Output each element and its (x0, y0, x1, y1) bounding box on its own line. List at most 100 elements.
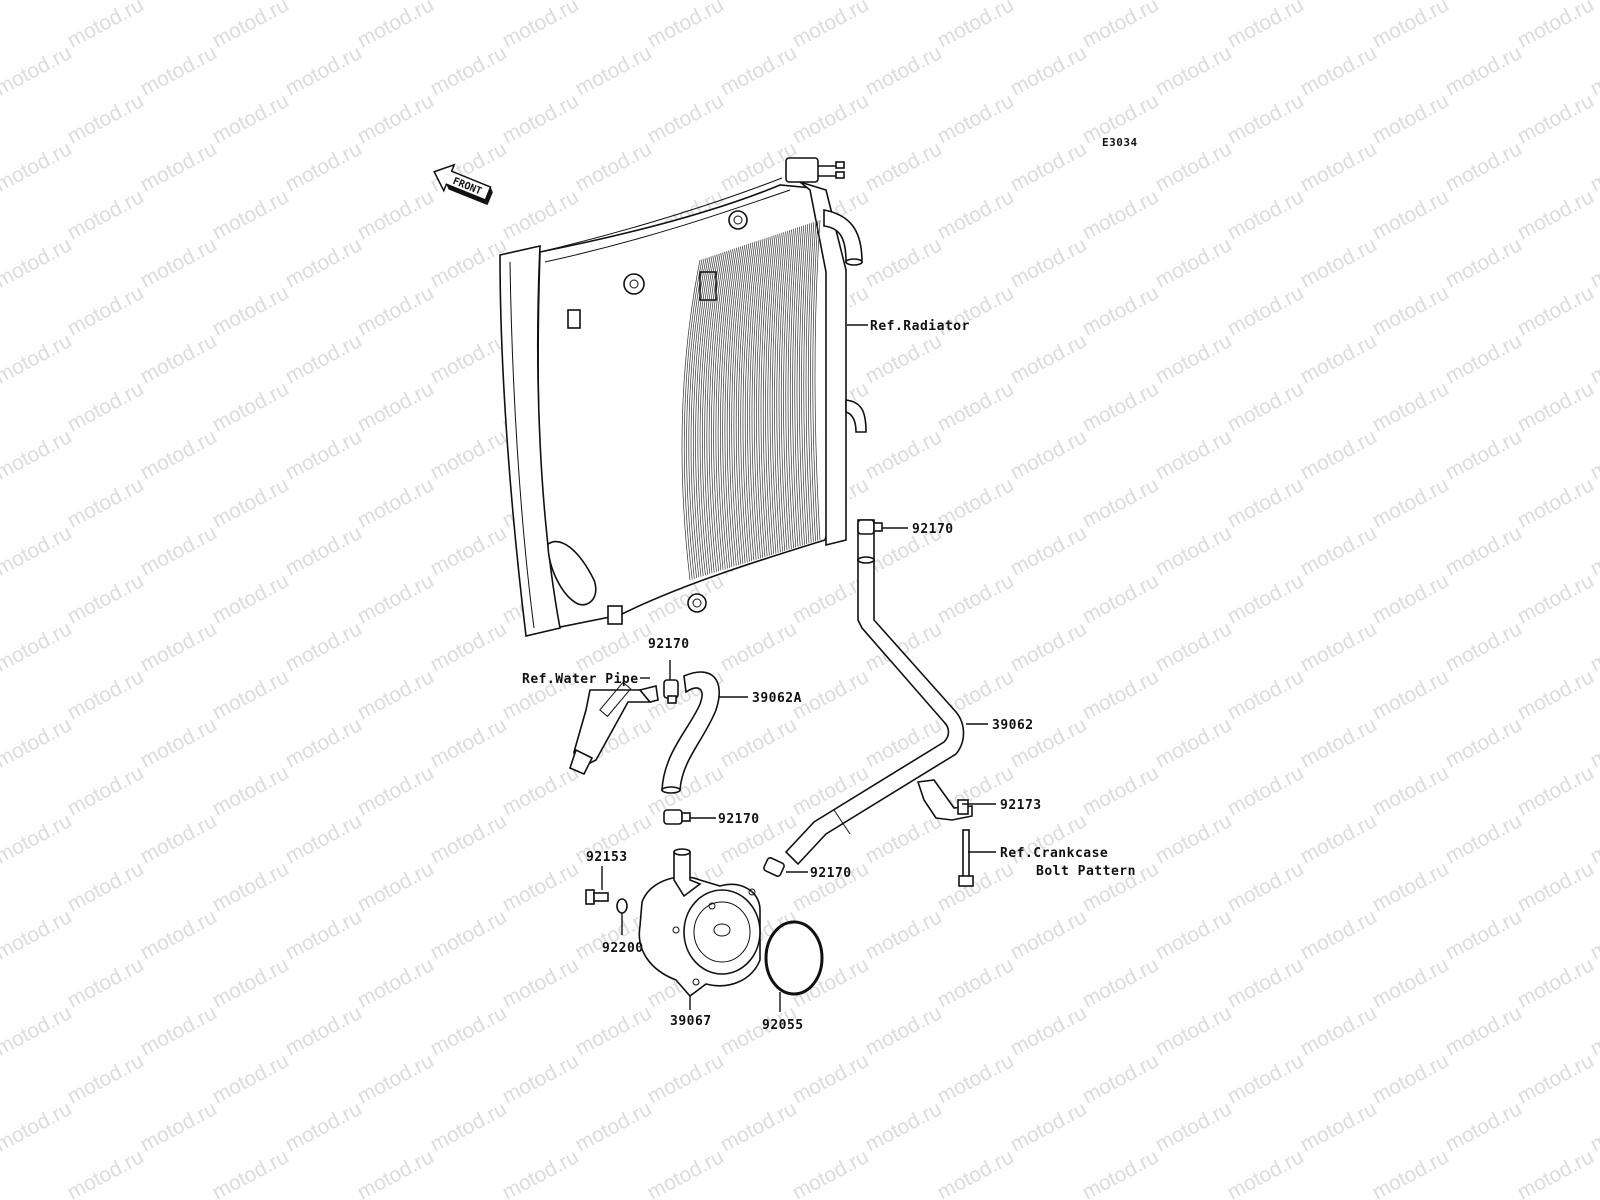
watermark-text: motod.ru (499, 761, 583, 820)
watermark-text: motod.ru (1007, 41, 1091, 100)
water-pipe-icon (569, 681, 659, 776)
watermark-text: motod.ru (789, 0, 873, 52)
watermark-text: motod.ru (427, 713, 511, 772)
watermark-text: motod.ru (1514, 89, 1598, 148)
radiator-fin (706, 252, 723, 573)
watermark-text: motod.ru (137, 0, 221, 4)
hose-icon (661, 671, 720, 794)
watermark-text: motod.ru (1152, 0, 1236, 4)
watermark-text: motod.ru (1297, 329, 1381, 388)
radiator-fin (742, 241, 756, 562)
watermark-text: motod.ru (789, 1145, 873, 1200)
watermark-text: motod.ru (934, 569, 1018, 628)
watermark-text: motod.ru (64, 569, 148, 628)
watermark-text: motod.ru (1514, 185, 1598, 244)
watermark-text: motod.ru (282, 41, 366, 100)
front-arrow-icon: FRONT (433, 163, 493, 206)
radiator-fin (681, 259, 701, 581)
watermark-text: motod.ru (64, 1145, 148, 1200)
watermark-text: motod.ru (1297, 617, 1381, 676)
radiator-fin (701, 253, 719, 574)
watermark-text: motod.ru (282, 329, 366, 388)
watermark-text: motod.ru (137, 233, 221, 292)
watermark-text: motod.ru (717, 41, 801, 100)
watermark-text: motod.ru (1442, 41, 1526, 100)
leader-lines (601, 324, 996, 1012)
watermark-text: motod.ru (427, 1097, 511, 1156)
watermark-text: motod.ru (137, 1001, 221, 1060)
watermark-text: motod.ru (64, 0, 148, 52)
watermark-text: motod.ru (1224, 1145, 1308, 1200)
radiator-fin (767, 234, 778, 555)
watermark-text: motod.ru (499, 89, 583, 148)
radiator-fin (807, 222, 815, 543)
watermark-text: motod.ru (789, 89, 873, 148)
watermark-text: motod.ru (717, 0, 801, 4)
watermark-text: motod.ru (1587, 617, 1600, 676)
radiator-fin (749, 239, 762, 560)
watermark-text: motod.ru (572, 1097, 656, 1156)
watermark-text: motod.ru (1297, 425, 1381, 484)
watermark-text: motod.ru (427, 617, 511, 676)
radiator-fin (708, 251, 725, 572)
bolt-icon (585, 889, 609, 905)
label-39067: 39067 (670, 1014, 712, 1029)
watermark-text: motod.ru (1587, 905, 1600, 964)
watermark-text: motod.ru (1152, 617, 1236, 676)
watermark-text: motod.ru (282, 0, 366, 4)
watermark-text: motod.ru (499, 1145, 583, 1200)
watermark-text: motod.ru (499, 1049, 583, 1108)
watermark-text: motod.ru (1514, 281, 1598, 340)
radiator-fin (760, 236, 772, 557)
watermark-text: motod.ru (1514, 1049, 1598, 1108)
watermark-text: motod.ru (427, 41, 511, 100)
watermark-text: motod.ru (789, 1049, 873, 1108)
watermark-text: motod.ru (1514, 569, 1598, 628)
watermark-text: motod.ru (934, 1049, 1018, 1108)
watermark-text: motod.ru (137, 137, 221, 196)
watermark-text: motod.ru (1297, 809, 1381, 868)
watermark-text: motod.ru (1079, 761, 1163, 820)
watermark-text: motod.ru (354, 761, 438, 820)
o-ring-icon (764, 920, 824, 996)
watermark-text: motod.ru (1007, 425, 1091, 484)
watermark-text: motod.ru (1007, 233, 1091, 292)
radiator-fin (740, 242, 754, 563)
watermark-text: motod.ru (572, 137, 656, 196)
radiator-fin (780, 230, 790, 551)
watermark-text: motod.ru (1224, 761, 1308, 820)
watermark-text: motod.ru (1514, 0, 1598, 52)
label-92170-lower-right: 92170 (810, 866, 852, 881)
watermark-text: motod.ru (282, 521, 366, 580)
radiator-fin (753, 238, 766, 559)
watermark-text: motod.ru (1224, 473, 1308, 532)
radiator-fin (814, 219, 821, 541)
watermark-text: motod.ru (1224, 569, 1308, 628)
watermark-text: motod.ru (1514, 377, 1598, 436)
radiator-fin (686, 258, 705, 579)
watermark-text: motod.ru (1369, 1049, 1453, 1108)
watermark-text: motod.ru (137, 41, 221, 100)
watermark-text: motod.ru (499, 0, 583, 52)
watermark-text: motod.ru (427, 521, 511, 580)
watermark-text: motod.ru (354, 0, 438, 52)
washer-icon (616, 898, 628, 914)
radiator-fin (733, 244, 748, 565)
watermark-text: motod.ru (1442, 0, 1526, 4)
watermark-text: motod.ru (717, 713, 801, 772)
watermark-text: motod.ru (1152, 713, 1236, 772)
watermark-text: motod.ru (354, 665, 438, 724)
radiator-fin (699, 254, 717, 575)
watermark-text: motod.ru (1369, 377, 1453, 436)
watermark-text: motod.ru (1297, 137, 1381, 196)
watermark-text: motod.ru (64, 281, 148, 340)
watermark-text: motod.ru (354, 953, 438, 1012)
watermark-text: motod.ru (862, 425, 946, 484)
watermark-text: motod.ru (1442, 329, 1526, 388)
watermark-text: motod.ru (64, 377, 148, 436)
watermark-text: motod.ru (1442, 1097, 1526, 1156)
watermark-text: motod.ru (1514, 953, 1598, 1012)
watermark-text: motod.ru (1587, 521, 1600, 580)
watermark-text: motod.ru (572, 1001, 656, 1060)
radiator-fin (724, 247, 739, 568)
